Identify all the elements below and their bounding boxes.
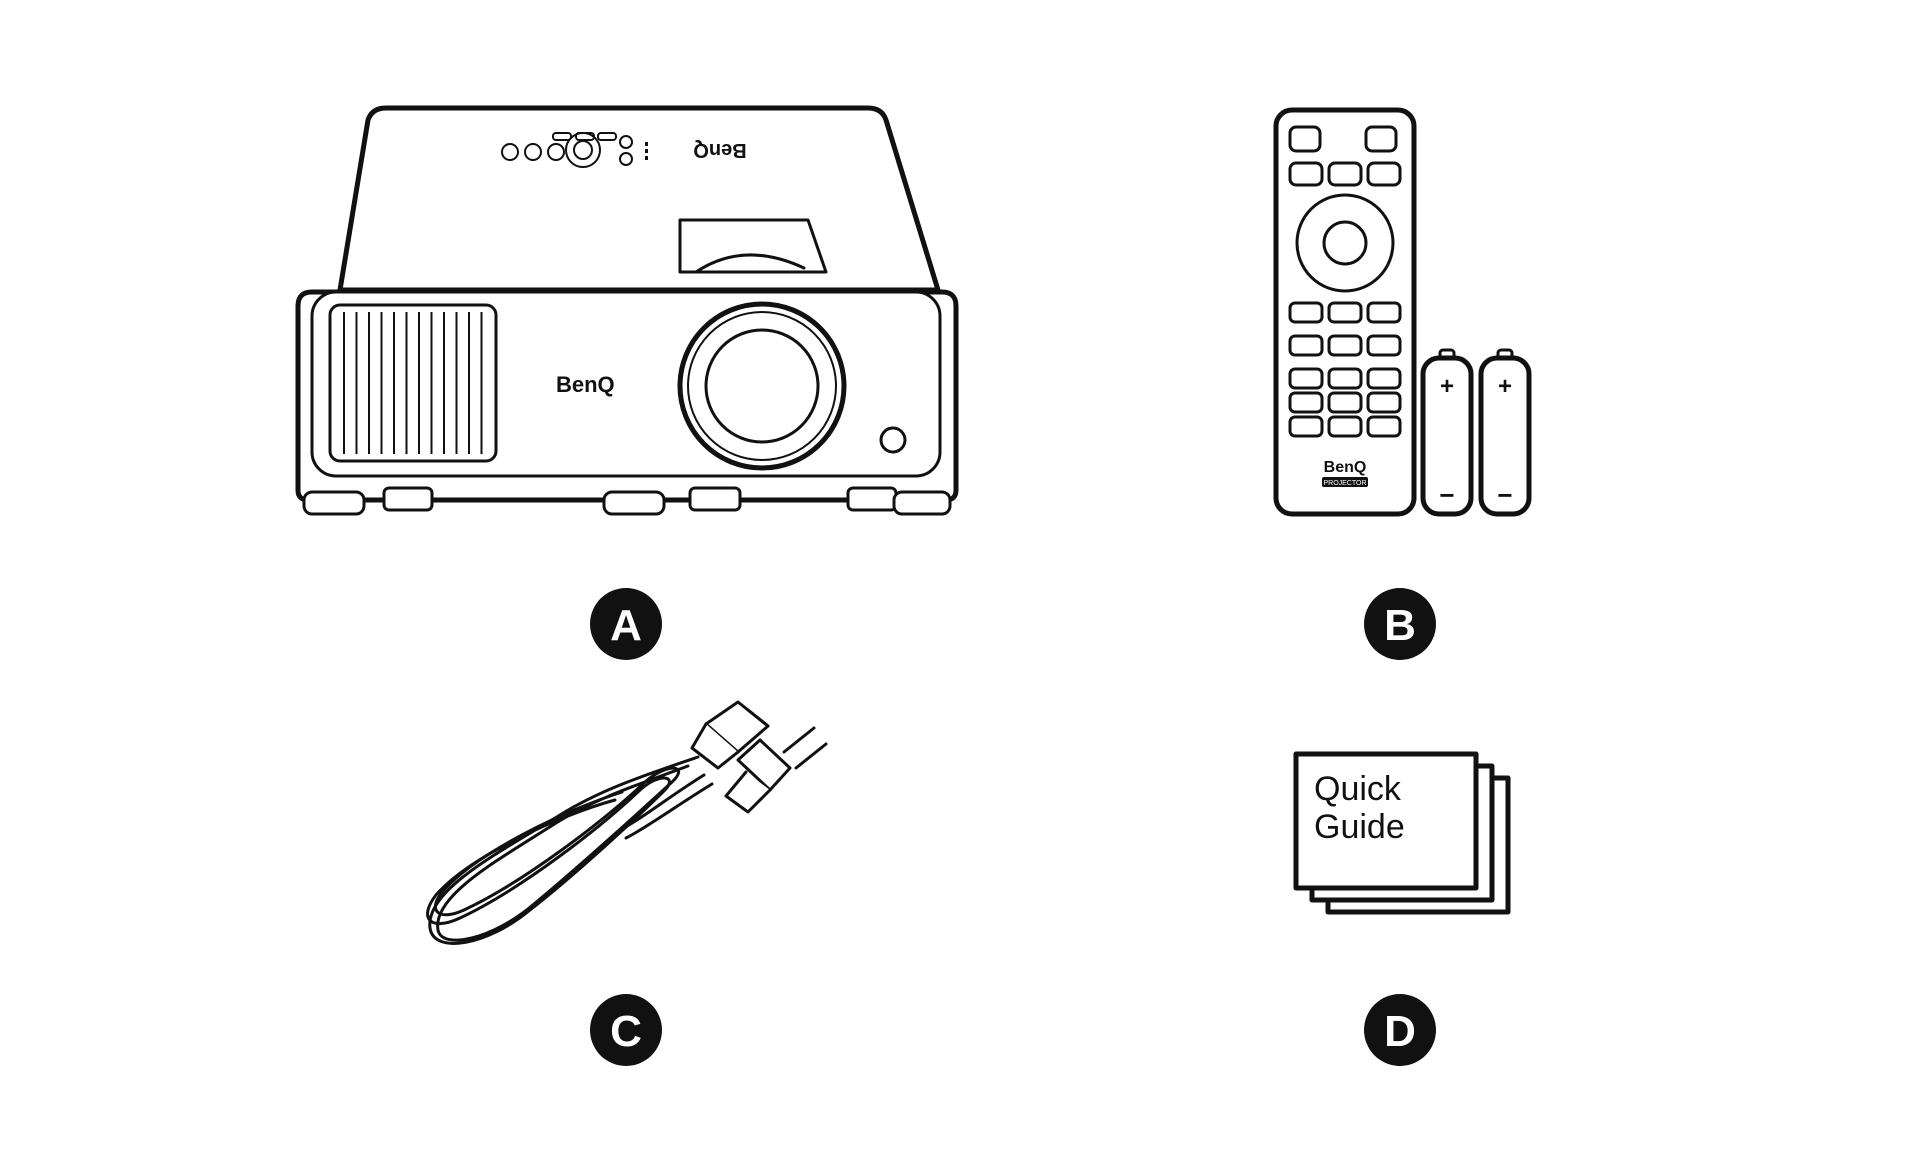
- projector-illustration: BenQ BenQ: [295, 105, 959, 516]
- remote-key: [1288, 415, 1324, 438]
- svg-text:+: +: [1498, 373, 1512, 400]
- remote-key: [1288, 367, 1324, 390]
- projector-front-logo: BenQ: [556, 372, 615, 397]
- remote-key: [1366, 367, 1402, 390]
- remote-key: [1366, 334, 1402, 357]
- projector-control-panel: [501, 132, 648, 168]
- remote-dpad: [1295, 193, 1395, 293]
- badge-c: C: [590, 994, 662, 1066]
- svg-text:−: −: [1439, 480, 1454, 510]
- remote-key: [1288, 334, 1324, 357]
- svg-text:A: A: [610, 601, 642, 650]
- remote-logo: BenQ: [1324, 459, 1367, 476]
- svg-text:D: D: [1384, 1007, 1416, 1056]
- remote-key: [1327, 415, 1363, 438]
- projector-top-logo: BenQ: [693, 139, 746, 161]
- badge-d: D: [1364, 994, 1436, 1066]
- projector-lens: [677, 301, 847, 471]
- remote-key: [1327, 334, 1363, 357]
- guide-title-line2: Guide: [1314, 808, 1405, 846]
- remote-keypad: [1288, 301, 1402, 438]
- remote-key: [1366, 301, 1402, 324]
- projector-vent-grille: [328, 303, 498, 463]
- remote-key: [1288, 391, 1324, 414]
- ir-sensor: [879, 426, 907, 454]
- quick-guide-illustration: Quick Guide: [1293, 751, 1511, 915]
- remote-key: [1366, 391, 1402, 414]
- svg-text:B: B: [1384, 601, 1416, 650]
- battery-illustration: + −: [1478, 348, 1532, 517]
- power-plug: [724, 726, 828, 814]
- lens-shift-recess: [678, 218, 828, 274]
- projector-feet: [302, 486, 952, 516]
- remote-key: [1366, 415, 1402, 438]
- power-cord-illustration: [426, 700, 828, 945]
- svg-text:−: −: [1497, 480, 1512, 510]
- remote-sub-logo: PROJECTOR: [1323, 480, 1366, 487]
- remote-key: [1327, 391, 1363, 414]
- remote-key: [1288, 301, 1324, 324]
- battery-illustration: + −: [1420, 348, 1474, 517]
- badge-a: A: [590, 588, 662, 660]
- remote-key: [1327, 301, 1363, 324]
- remote-control-illustration: BenQ PROJECTOR: [1273, 107, 1417, 517]
- badge-b: B: [1364, 588, 1436, 660]
- power-connector: [690, 700, 770, 770]
- remote-key: [1327, 367, 1363, 390]
- guide-title-line1: Quick: [1314, 770, 1402, 808]
- svg-text:+: +: [1440, 373, 1454, 400]
- svg-text:C: C: [610, 1007, 642, 1056]
